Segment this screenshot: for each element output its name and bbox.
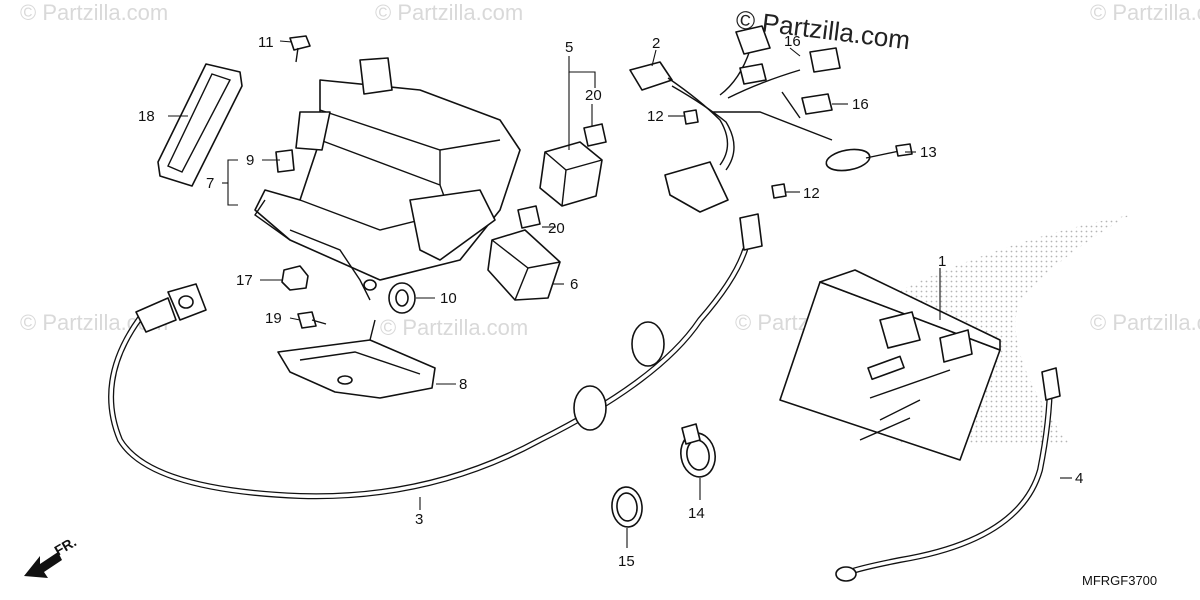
callout-10: 10 [440,290,457,307]
part-6-relay-cover [487,229,561,301]
callout-6: 6 [570,276,578,293]
leader-lines [168,40,1072,548]
part-3-positive-cable [108,213,763,500]
part-4-negative-cable [835,367,1061,582]
callout-labels: 1 2 3 4 5 6 7 8 9 10 11 12 12 13 14 15 1… [138,33,1083,570]
callout-18: 18 [138,108,155,125]
callout-17: 17 [236,272,253,289]
part-17-rubber-block [281,265,309,291]
watermark-text: © Partzilla.com [1090,0,1200,25]
callout-15: 15 [618,553,635,570]
callout-19: 19 [265,310,282,327]
callout-13: 13 [920,144,937,161]
callout-12-upper: 12 [647,108,664,125]
callout-7: 7 [206,175,214,192]
callout-16-upper: 16 [784,33,801,50]
front-arrow-icon [24,552,62,578]
part-8-stay-plate [277,319,436,399]
callout-1: 1 [938,253,946,270]
part-16-connector [781,91,833,119]
part-2-sub-harness [629,25,841,213]
part-13-cable-tie [825,143,913,172]
part-12-screw-upper [683,109,699,125]
part-1-battery [779,269,1001,461]
part-10-grommet [388,282,416,314]
part-11-bolt [289,35,311,63]
callout-12-lower: 12 [803,185,820,202]
watermark-text: © Partzilla.com [375,0,523,25]
callout-14: 14 [688,505,705,522]
callout-9: 9 [246,152,254,169]
callout-4: 4 [1075,470,1083,487]
callout-8: 8 [459,376,467,393]
callout-3: 3 [415,511,423,528]
callout-16-lower: 16 [852,96,869,113]
part-14-cable-clamp [680,423,716,478]
part-20-fuse-lower [517,205,541,229]
callout-20-upper: 20 [585,87,602,104]
watermark-text: © Partzilla.com [380,315,528,340]
watermark-text: © Partzilla.com [20,0,168,25]
part-12-screw-lower [771,183,787,199]
callout-11: 11 [258,34,274,51]
part-20-fuse-upper [583,123,607,147]
part-7-battery-box [254,57,521,301]
front-direction-marker: FR. [24,533,79,578]
callout-2: 2 [652,35,660,52]
callout-20-lower: 20 [548,220,565,237]
watermark-text: © Partzilla.com [1090,310,1200,335]
part-15-cable-clamp [611,486,643,528]
part-9-clip [275,149,295,173]
part-18-battery-band [157,63,243,187]
part-19-bolt [297,311,327,329]
diagram-code: MFRGF3700 [1082,573,1157,588]
callout-5: 5 [565,39,573,56]
part-5-relay [539,141,603,207]
